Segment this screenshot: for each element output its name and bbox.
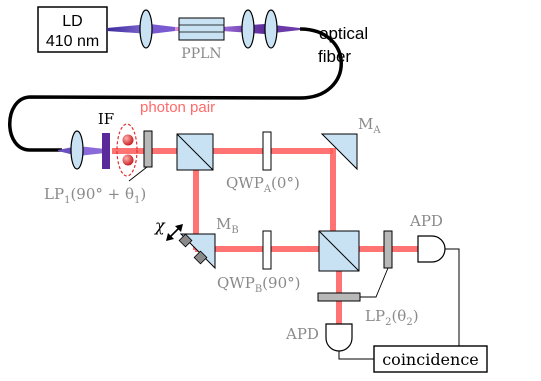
fiber-label: optical fiber xyxy=(318,24,368,66)
red-beam-paths xyxy=(112,148,432,324)
coincidence-label: coincidence xyxy=(382,350,479,369)
photon-pair: photon pair xyxy=(116,99,215,177)
ppln-label: PPLN xyxy=(181,46,221,62)
polarizer-lp2: LP2(θ2) xyxy=(317,230,419,328)
photon-pair-label: photon pair xyxy=(140,99,215,116)
apd-right-label: APD xyxy=(409,212,443,230)
lens-2 xyxy=(241,9,255,49)
detector-apd-bottom: APD xyxy=(285,323,353,352)
ppln-crystal: PPLN xyxy=(178,17,225,62)
optical-fiber xyxy=(8,27,343,152)
source-label-line2: 410 nm xyxy=(46,33,99,50)
beam-splitter-top xyxy=(176,133,214,171)
phase-label: χ xyxy=(154,216,166,235)
photon-2 xyxy=(122,154,134,166)
mirror-m-a: MA xyxy=(320,115,381,171)
laser-diode-source: LD 410 nm xyxy=(37,6,108,53)
qwp-a-label: QWPA(0°) xyxy=(226,174,300,195)
filter-label: IF xyxy=(98,110,114,128)
waveplate-qwp-b: QWPB(90°) xyxy=(217,230,300,295)
lens-1 xyxy=(139,9,153,49)
interference-filter: IF xyxy=(98,110,114,169)
mirror-a-label: MA xyxy=(358,115,381,136)
photon-1 xyxy=(122,134,134,146)
coincidence-counter: coincidence xyxy=(338,248,488,373)
fiber-label-line1: optical xyxy=(319,24,368,43)
mirror-b-label: MB xyxy=(216,215,239,236)
fiber-label-line2: fiber xyxy=(318,47,351,66)
lens-3 xyxy=(264,9,278,49)
polarizer-lp1: LP1(90° + θ1) xyxy=(44,130,153,206)
lp2-label: LP2(θ2) xyxy=(365,307,419,328)
qwp-b-label: QWPB(90°) xyxy=(217,274,300,295)
source-label-line1: LD xyxy=(62,13,82,30)
detector-apd-right: APD xyxy=(409,212,446,263)
phase-adjust-arrow: χ xyxy=(154,216,183,241)
waveplate-qwp-a: QWPA(0°) xyxy=(226,131,300,195)
lp1-label: LP1(90° + θ1) xyxy=(44,185,146,206)
beam-splitter-bottom xyxy=(318,230,360,272)
collimating-lens xyxy=(70,130,84,170)
apd-bottom-label: APD xyxy=(285,325,319,343)
mirror-m-b: MB xyxy=(178,215,239,270)
